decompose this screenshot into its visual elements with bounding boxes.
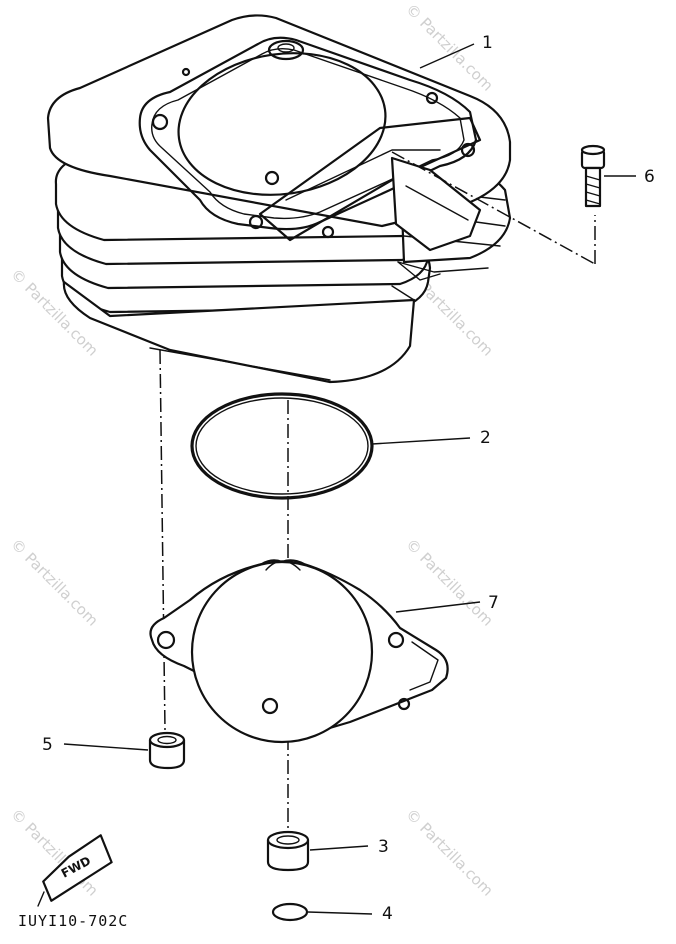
bolt (580, 144, 606, 208)
callout-2: 2 (480, 428, 491, 448)
callout-4: 4 (382, 904, 393, 924)
callout-6: 6 (644, 167, 655, 187)
callout-5: 5 (42, 735, 53, 755)
assembly-centerlines (159, 151, 596, 830)
callout-3: 3 (378, 837, 389, 857)
callout-1: 1 (482, 33, 493, 53)
base-gasket (149, 559, 449, 744)
leader-lines (63, 43, 636, 915)
drawing-number: IUYI10-702C (18, 912, 128, 930)
o-ring (190, 392, 374, 500)
watermark: © Partzilla.com (402, 805, 497, 900)
dowel-pin-left (148, 731, 186, 770)
watermark: © Partzilla.com (7, 535, 102, 630)
dowel-pin-bottom (266, 830, 310, 872)
small-o-ring (271, 902, 309, 922)
callouts: 1 2 3 4 5 6 7 (42, 33, 655, 924)
callout-7: 7 (488, 593, 499, 613)
watermark: © Partzilla.com (402, 535, 497, 630)
cylinder-block (46, 14, 512, 384)
